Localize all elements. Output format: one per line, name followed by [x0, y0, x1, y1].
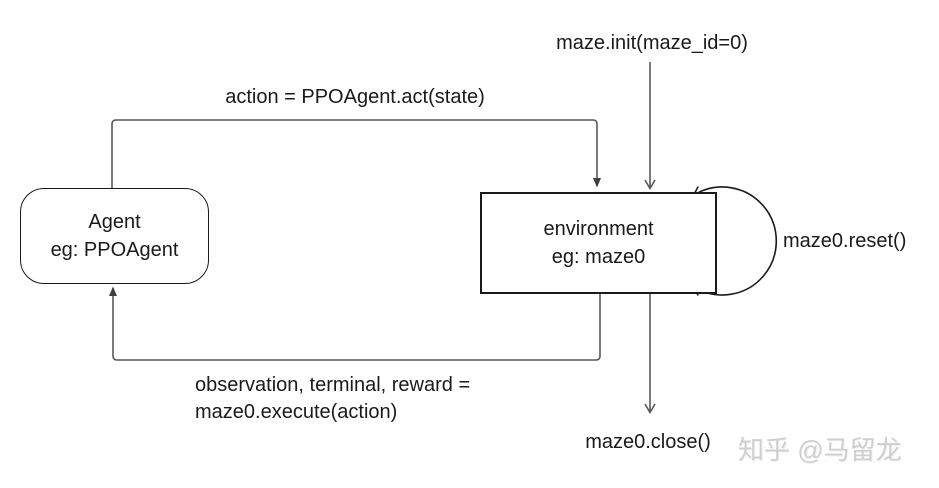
- reset-label: maze0.reset(): [783, 230, 907, 252]
- init-label: maze.init(maze_id=0): [556, 32, 748, 54]
- reset-loop-arrow: [692, 186, 778, 296]
- watermark: 知乎 @马留龙: [738, 435, 902, 465]
- environment-node-subtitle: eg: maze0: [551, 246, 646, 268]
- environment-node: environment eg: maze0: [480, 192, 717, 294]
- environment-node-title: environment: [543, 218, 654, 240]
- agent-node-subtitle: eg: PPOAgent: [50, 239, 179, 261]
- observation-label: observation, terminal, reward = maze0.ex…: [195, 372, 470, 426]
- close-label: maze0.close(): [585, 431, 711, 453]
- observation-label-line2: maze0.execute(action): [195, 401, 398, 423]
- observation-label-line1: observation, terminal, reward =: [195, 374, 471, 396]
- agent-node-title: Agent: [88, 211, 141, 233]
- observation-arrow: [109, 286, 601, 361]
- action-label: action = PPOAgent.act(state): [225, 86, 485, 108]
- action-arrow: [111, 119, 601, 188]
- agent-node: Agent eg: PPOAgent: [20, 188, 209, 284]
